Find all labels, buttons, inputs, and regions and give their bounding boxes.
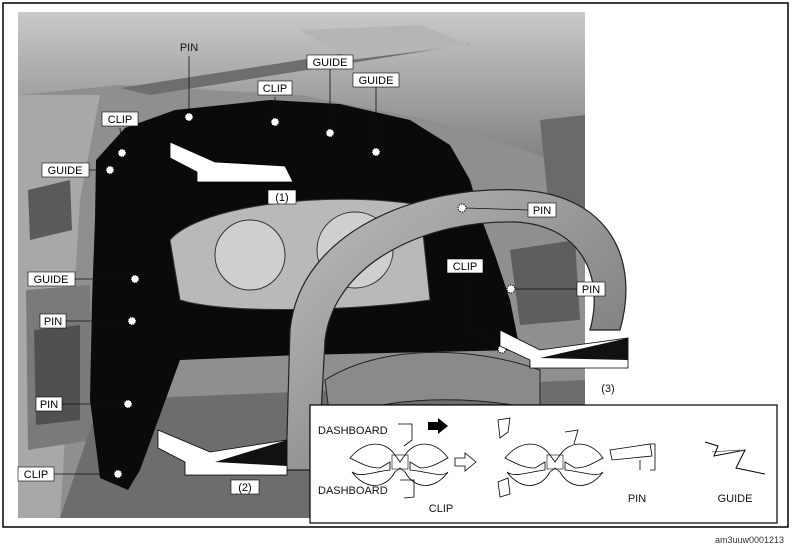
step-1-label: (1) xyxy=(275,192,288,204)
guide-shape xyxy=(704,441,766,475)
label-pin-wheel: PIN xyxy=(533,205,551,217)
label-guide-top-1: GUIDE xyxy=(313,57,348,69)
hollow-arrow-icon xyxy=(454,452,477,472)
fastener-inset: DASHBOARD DASHBOARD CLIP PIN GUIDE xyxy=(309,404,778,524)
label-pin-right: PIN xyxy=(582,284,600,296)
steering-wheel xyxy=(285,189,627,471)
step-2-label: (2) xyxy=(238,482,251,494)
removal-arrows xyxy=(157,141,629,476)
inset-pin-label: PIN xyxy=(628,493,646,505)
label-pin-left-1: PIN xyxy=(44,316,62,328)
arrow-1 xyxy=(169,141,294,183)
figure-code: am3uuw0001213 xyxy=(715,535,784,545)
clip-before-shape xyxy=(349,443,449,486)
inset-guide-label: GUIDE xyxy=(718,493,753,505)
callout-labels: PIN CLIP GUIDE GUIDE CLIP GUIDE GUIDE PI… xyxy=(17,42,615,495)
label-guide-left-2: GUIDE xyxy=(34,274,69,286)
solid-arrow-icon xyxy=(428,418,448,434)
label-clip-left-top: CLIP xyxy=(108,114,132,126)
inset-dashboard-top: DASHBOARD xyxy=(318,425,388,437)
label-clip-left-bottom: CLIP xyxy=(24,469,48,481)
label-clip-top: CLIP xyxy=(263,83,287,95)
label-clip-right: CLIP xyxy=(453,261,477,273)
label-guide-top-2: GUIDE xyxy=(359,75,394,87)
inset-clip-label: CLIP xyxy=(429,503,453,515)
inset-dashboard-bottom: DASHBOARD xyxy=(318,485,388,497)
label-pin-top: PIN xyxy=(180,42,198,54)
clip-after-shape xyxy=(504,443,604,486)
label-pin-left-2: PIN xyxy=(40,399,58,411)
label-guide-left-1: GUIDE xyxy=(48,165,83,177)
leader-lines xyxy=(54,56,577,475)
pin-shape xyxy=(609,443,653,461)
step-3-label: (3) xyxy=(601,383,614,395)
